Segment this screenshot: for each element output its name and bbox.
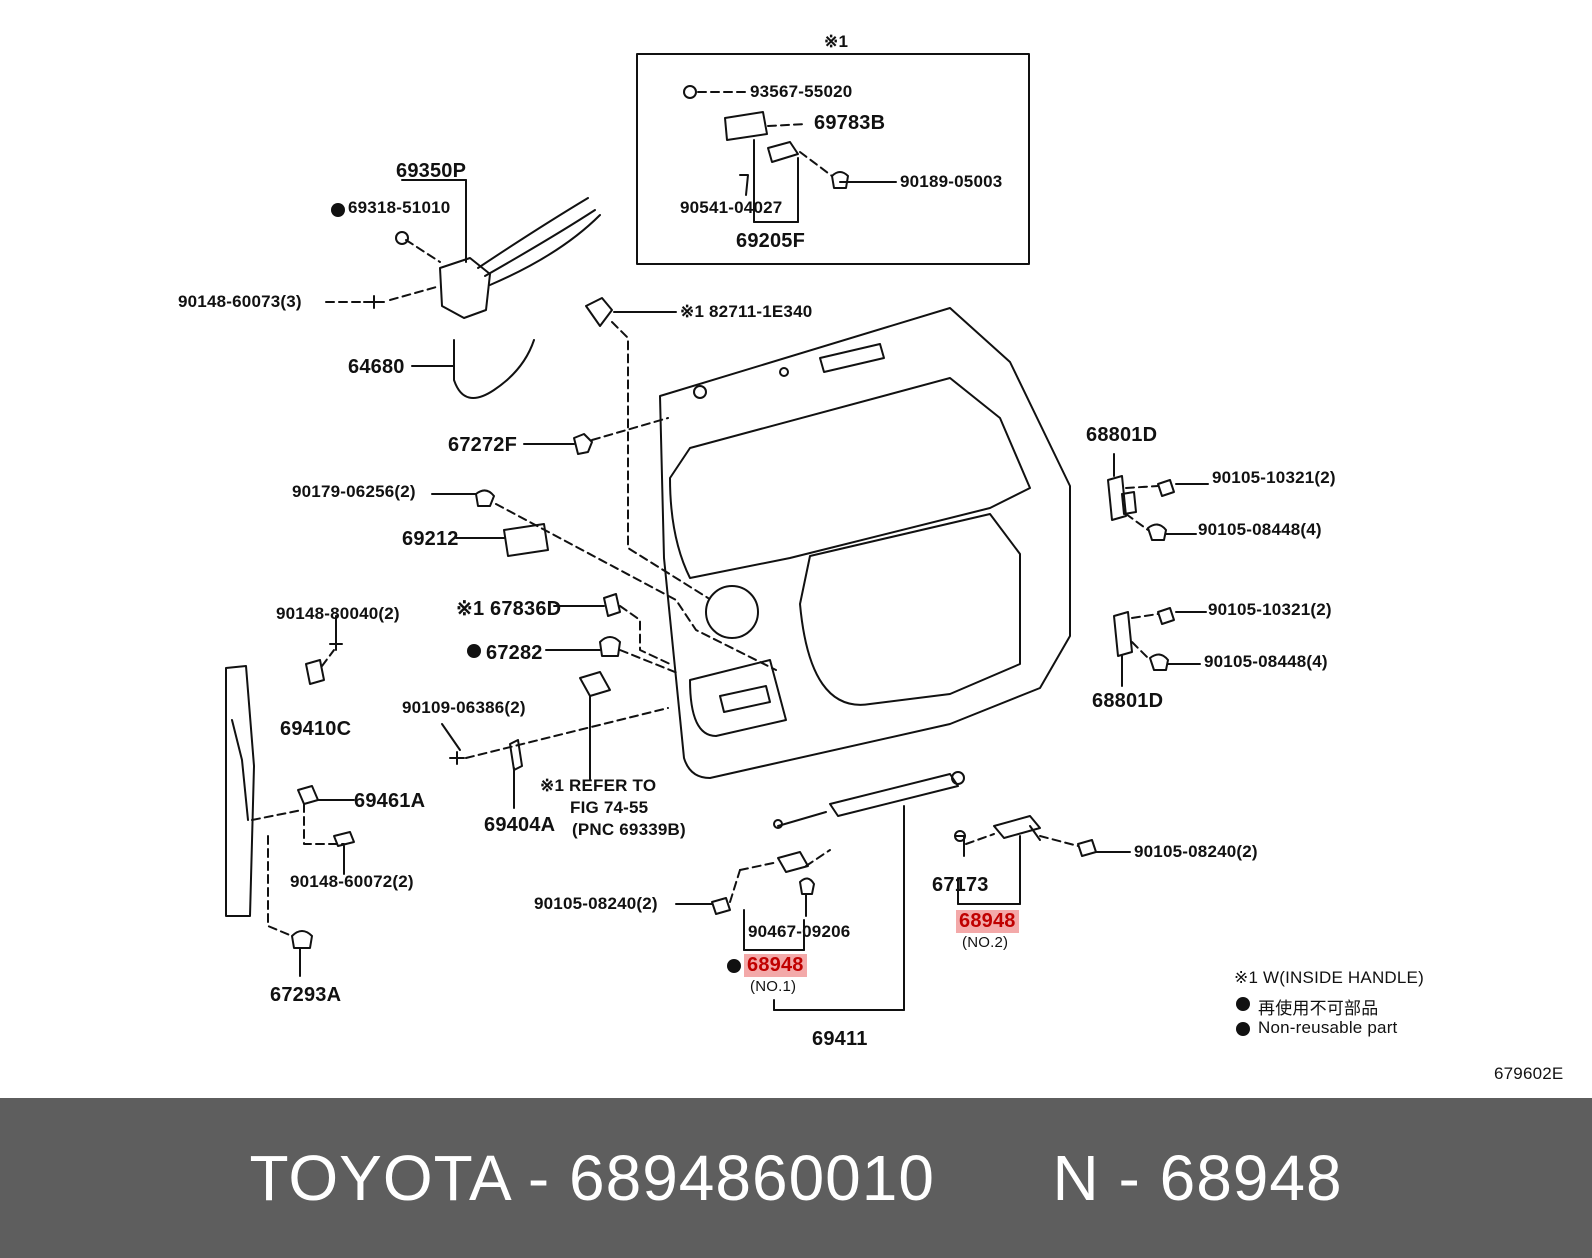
label-90105-10321-bottom: 90105-10321(2) [1208, 600, 1332, 619]
bolt-90105-10321-top [1157, 479, 1175, 497]
legend-note: ※1 W(INSIDE HANDLE) [1234, 968, 1424, 987]
label-69410C: 69410C [280, 718, 352, 740]
label-90541-04027: 90541-04027 [680, 198, 783, 217]
separator: - [1118, 1142, 1141, 1214]
refer-line-1: ※1 REFER TO [540, 776, 657, 795]
label-69350P: 69350P [396, 160, 467, 182]
label-82711-1E340: ※1 82711-1E340 [680, 302, 813, 321]
bolt-90148-60072 [333, 831, 355, 847]
label-90179-06256: 90179-06256(2) [292, 482, 416, 501]
label-90148-60073: 90148-60073(3) [178, 292, 302, 311]
refer-line-3: (PNC 69339B) [572, 820, 686, 839]
label-90109-06386: 90109-06386(2) [402, 698, 526, 717]
cable-64680 [453, 339, 535, 399]
label-69461A: 69461A [354, 790, 426, 812]
label-68801D-bottom: 68801D [1092, 690, 1164, 712]
lock-assembly [439, 257, 491, 319]
label-no2: (NO.2) [962, 934, 1009, 951]
stopper-67293A [291, 930, 313, 949]
highlight-68948-no1[interactable]: 68948 [744, 954, 807, 977]
bolt-90105-08240-left [711, 897, 731, 915]
grommet-67272F [573, 433, 593, 455]
pin-90541 [739, 174, 749, 196]
label-90189-05003: 90189-05003 [900, 172, 1003, 191]
inset-note: ※1 [824, 32, 849, 51]
label-69783B: 69783B [814, 112, 886, 134]
label-no1: (NO.1) [750, 978, 797, 995]
label-90105-08448-top: 90105-08448(4) [1198, 520, 1322, 539]
label-64680: 64680 [348, 356, 405, 378]
legend-nonreusable-en: Non-reusable part [1258, 1018, 1398, 1037]
inset-box [636, 53, 1030, 265]
hinge-68801D-top [1107, 475, 1127, 521]
switch-82711 [585, 297, 613, 327]
bolt-90105-08240-right [1077, 839, 1097, 857]
handle-69205F [767, 141, 799, 163]
figure-code: 679602E [1494, 1064, 1564, 1083]
label-69205F: 69205F [736, 230, 806, 252]
label-plate [579, 671, 611, 697]
part-number: 6894860010 [569, 1142, 935, 1214]
bracket-68948-no2 [993, 815, 1041, 839]
label-67282: 67282 [486, 642, 543, 664]
clip-90189 [831, 171, 849, 189]
back-door-panel [659, 307, 1071, 779]
bolt-90105-10321-bottom [1157, 607, 1175, 625]
label-69411: 69411 [812, 1028, 868, 1050]
nonreusable-dot-69318 [331, 203, 345, 217]
handle-69212 [503, 523, 549, 557]
bolt-90467 [799, 877, 815, 895]
exploded-view-drawing [225, 53, 1250, 1036]
rail-left [225, 665, 255, 917]
bolt-90105-08448-bottom [1149, 653, 1169, 671]
clip-69461A [297, 785, 319, 805]
label-67272F: 67272F [448, 434, 518, 456]
label-93567-55020: 93567-55020 [750, 82, 853, 101]
label-90105-10321-top: 90105-10321(2) [1212, 468, 1336, 487]
label-69318-51010: 69318-51010 [348, 198, 451, 217]
cap-67836D [603, 593, 621, 617]
label-90105-08240-right: 90105-08240(2) [1134, 842, 1258, 861]
screw-90148-60073 [363, 295, 385, 309]
nonreusable-dot-68948 [727, 959, 741, 973]
refer-line-2: FIG 74-55 [570, 798, 649, 817]
n-label: N [1052, 1142, 1100, 1214]
label-90148-60072: 90148-60072(2) [290, 872, 414, 891]
bracket-68948-no1 [777, 851, 809, 873]
label-69212: 69212 [402, 528, 459, 550]
striker-69410C [305, 659, 325, 685]
footer-bar: TOYOTA - 6894860010 N - 68948 [0, 1098, 1592, 1258]
washer-69318 [395, 231, 409, 245]
label-67173: 67173 [932, 874, 989, 896]
label-68801D-top: 68801D [1086, 424, 1158, 446]
label-67293A: 67293A [270, 984, 342, 1006]
bolt-90109 [449, 751, 465, 765]
bolt-90105-08448-top [1147, 523, 1167, 541]
hinge-68801D-bottom [1113, 611, 1133, 657]
label-90148-80040: 90148-80040(2) [276, 604, 400, 623]
grommet-67282 [599, 636, 621, 657]
damper-stay [777, 773, 959, 827]
handle-bezel [724, 111, 768, 141]
label-90105-08240-left: 90105-08240(2) [534, 894, 658, 913]
label-90467-09206: 90467-09206 [748, 922, 851, 941]
label-69404A: 69404A [484, 814, 556, 836]
footer-title: TOYOTA - 6894860010 N - 68948 [0, 1098, 1592, 1258]
bracket-69404A [509, 739, 523, 771]
label-90105-08448-bottom: 90105-08448(4) [1204, 652, 1328, 671]
nonreusable-dot-67282 [467, 644, 481, 658]
legend-nonreusable-jp: 再使用不可部品 [1258, 999, 1379, 1018]
pnc-number: 68948 [1159, 1142, 1343, 1214]
highlight-68948-no2[interactable]: 68948 [956, 910, 1019, 933]
separator: - [527, 1142, 551, 1214]
screw-93567 [683, 85, 697, 99]
clip-90179 [475, 489, 495, 507]
brand-name: TOYOTA [249, 1142, 510, 1214]
label-67836D: ※1 67836D [456, 598, 562, 620]
legend-dot-1 [1236, 997, 1250, 1011]
legend-dot-2 [1236, 1022, 1250, 1036]
